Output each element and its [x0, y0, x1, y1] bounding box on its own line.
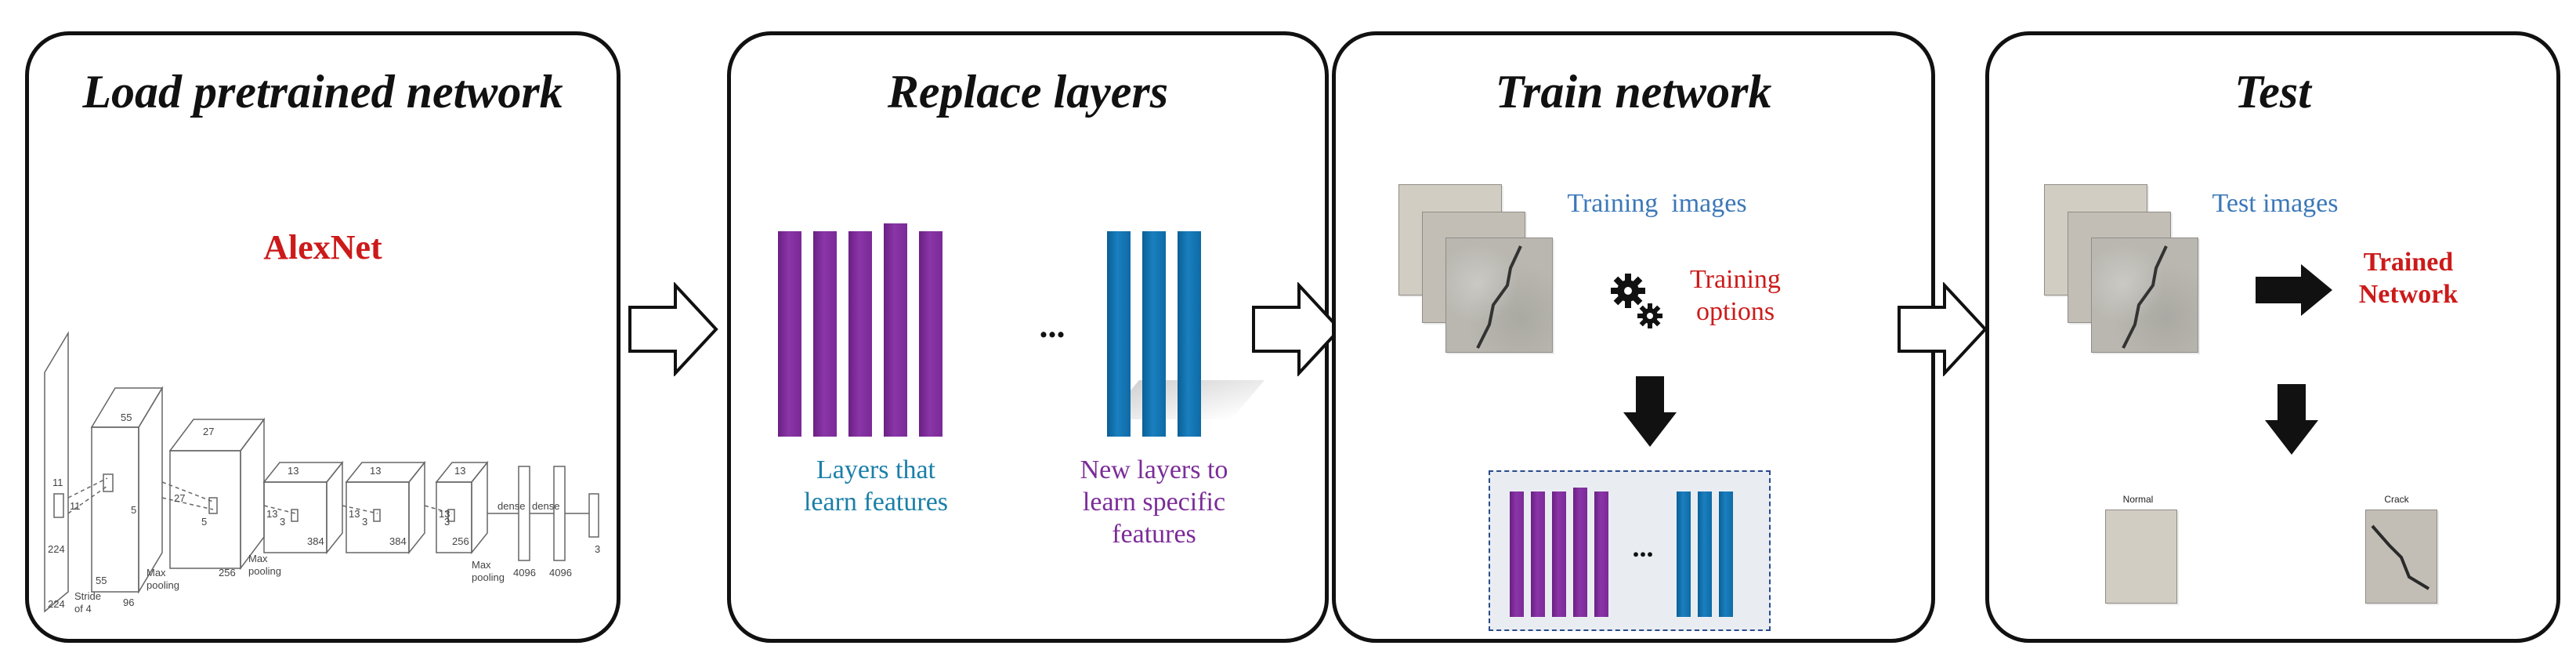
alexnet-label: 256 [452, 535, 469, 547]
new-layer-bar [1719, 491, 1733, 617]
new-layer-bar [1142, 231, 1166, 437]
crack-icon [2122, 245, 2168, 349]
feature-layer-bar [813, 231, 837, 437]
alexnet-label: 13 [266, 508, 277, 520]
right-caption: New layers to learn specific features [1080, 455, 1228, 549]
panel-title: Replace layers [887, 66, 1169, 118]
trained-network-label: Trained Network [2358, 248, 2458, 309]
feature-layer-bar [1573, 488, 1587, 617]
right-arrow-icon [2256, 264, 2332, 316]
alexnet-label: 4096 [549, 567, 572, 579]
new-layer-bar [1107, 231, 1131, 437]
panel-title: Test [2234, 66, 2311, 118]
alexnet-label: 27 [174, 492, 185, 504]
crack-icon [1476, 245, 1522, 349]
alexnet-label: 11 [52, 477, 63, 488]
training-images-label: Training images [1567, 189, 1747, 218]
alexnet-label: 5 [131, 504, 136, 516]
feature-layer-bar [919, 231, 942, 437]
alexnet-label: Max [147, 567, 166, 579]
down-arrow-icon [2265, 384, 2318, 455]
alexnet-label: pooling [147, 579, 179, 591]
feature-layer-bar [1594, 491, 1608, 617]
alexnet-label: 384 [389, 535, 407, 547]
alexnet-label: 384 [307, 535, 324, 547]
alexnet-label: pooling [472, 571, 505, 583]
alexnet-label: 13 [439, 508, 450, 520]
flow-arrow-icon [1898, 282, 1988, 376]
flow-arrow-icon [628, 282, 718, 376]
left-caption: Layers that learn features [803, 455, 949, 517]
alexnet-label: dense [497, 500, 525, 512]
panel-replace-layers: Replace layers ... Layers that learn fea… [727, 31, 1329, 643]
alexnet-label: 5 [201, 516, 207, 528]
flow-arrow-icon [1252, 282, 1342, 376]
crack-icon [2371, 524, 2430, 590]
alexnet-label: 11 [70, 500, 81, 512]
alexnet-label: dense [532, 500, 559, 512]
alexnet-label: 96 [123, 597, 134, 608]
alexnet-label: 224 [48, 543, 65, 555]
ellipsis: ... [1039, 306, 1065, 345]
alexnet-label: 224 [48, 598, 65, 610]
new-layer-bar [1698, 491, 1712, 617]
feature-layer-bar [1552, 491, 1566, 617]
alexnet-diagram: 224 224 11 11 Stride of 4 55 55 96 Max p… [44, 331, 600, 615]
down-arrow-icon [1623, 376, 1677, 447]
test-images-label: Test images [2212, 189, 2339, 218]
panel-load-pretrained: Load pretrained network AlexNet [25, 31, 620, 643]
alexnet-label: 256 [219, 567, 236, 579]
alexnet-label: 13 [288, 465, 298, 477]
network-name: AlexNet [263, 228, 382, 267]
gear-icon [1611, 274, 1662, 328]
feature-layer-bar [884, 223, 907, 437]
panel-train-network: Train network Training images Training o… [1332, 31, 1935, 643]
feature-layer-bar [1531, 491, 1545, 617]
alexnet-label: 3 [362, 516, 367, 528]
alexnet-label: Stride [74, 590, 101, 602]
alexnet-label: 4096 [513, 567, 536, 579]
training-image [1445, 238, 1553, 353]
ellipsis: ... [1632, 531, 1654, 563]
normal-result-image [2105, 510, 2177, 604]
panel-title: Train network [1495, 66, 1772, 118]
alexnet-label: Max [248, 553, 268, 564]
feature-layer-bar [1510, 491, 1524, 617]
feature-layer-bar [848, 231, 872, 437]
alexnet-label: pooling [248, 565, 281, 577]
alexnet-label: 55 [121, 412, 132, 423]
training-options-label: Training options [1690, 265, 1781, 326]
alexnet-label: of 4 [74, 603, 92, 615]
alexnet-label: 55 [96, 575, 107, 586]
alexnet-label: 13 [454, 465, 465, 477]
alexnet-label: 13 [370, 465, 381, 477]
alexnet-label: Max [472, 559, 491, 571]
crack-label: Crack [2384, 494, 2409, 505]
panel-title: Load pretrained network [82, 66, 563, 118]
alexnet-label: 3 [444, 516, 450, 528]
alexnet-label: 3 [280, 516, 285, 528]
normal-label: Normal [2122, 494, 2154, 505]
alexnet-label: 3 [595, 543, 600, 555]
crack-result-image [2365, 510, 2437, 604]
new-layer-bar [1677, 491, 1691, 617]
test-image [2091, 238, 2198, 353]
alexnet-label: 13 [349, 508, 360, 520]
new-layer-bar [1178, 231, 1201, 437]
trained-model-box: ... [1489, 470, 1771, 631]
alexnet-label: 27 [203, 426, 214, 437]
panel-test: Test Test images Trained Network Normal … [1985, 31, 2560, 643]
feature-layer-bar [778, 231, 801, 437]
